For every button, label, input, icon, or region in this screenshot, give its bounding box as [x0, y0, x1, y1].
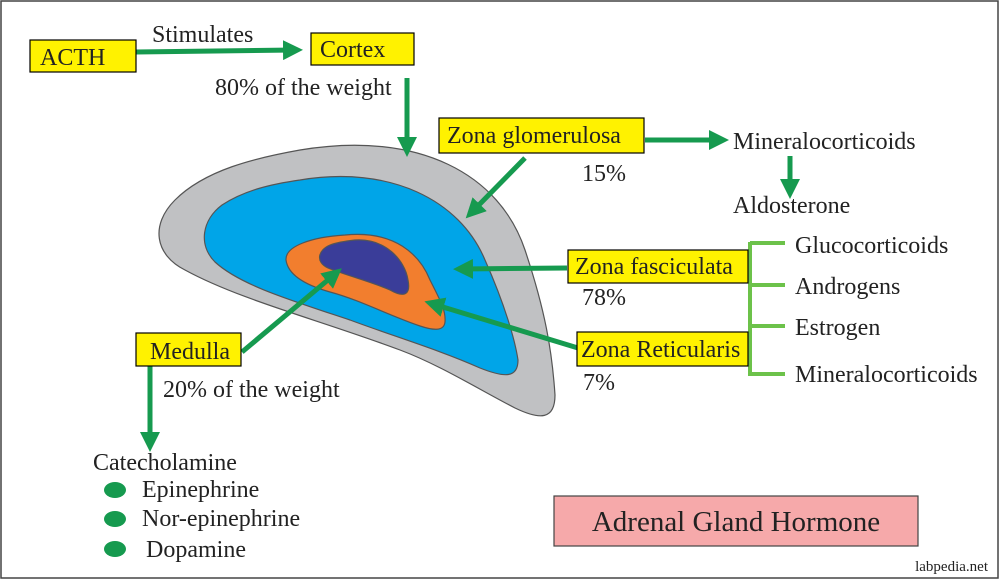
watermark: labpedia.net — [915, 559, 989, 575]
catecholamine-item-norepinephrine: Nor-epinephrine — [142, 506, 300, 532]
zona-reticularis-label: Zona Reticularis — [581, 337, 740, 363]
title-box — [553, 495, 919, 547]
cortex-label: Cortex — [320, 37, 385, 63]
stimulates-label: Stimulates — [152, 22, 253, 48]
arrow-fasciculata-gland — [453, 258, 568, 279]
medulla-weight-label: 20% of the weight — [163, 377, 340, 403]
medulla-box — [135, 332, 242, 367]
catecholamine-item-dopamine: Dopamine — [146, 537, 246, 563]
zona-fasciculata-label: Zona fasciculata — [575, 254, 733, 280]
medulla-label: Medulla — [150, 339, 230, 365]
aldosterone-label: Aldosterone — [733, 193, 850, 219]
arrow-glomerulosa-gland — [465, 156, 527, 219]
catecholamine-label: Catecholamine — [93, 450, 237, 476]
bullet-dot — [104, 511, 126, 527]
arrows — [135, 40, 800, 452]
mineralocorticoids-label: Mineralocorticoids — [733, 129, 916, 155]
zona-glomerulosa-label: Zona glomerulosa — [447, 123, 621, 149]
acth-label: ACTH — [40, 45, 105, 71]
medulla-core — [319, 239, 410, 295]
acth-box — [29, 39, 137, 73]
zona-glomerulosa-box — [438, 117, 645, 154]
cortex-weight-label: 80% of the weight — [215, 75, 392, 101]
bullet-dot — [104, 541, 126, 557]
arrow-medulla-gland — [240, 268, 342, 354]
bracket-item-androgens: Androgens — [795, 274, 900, 300]
reticularis-percent: 7% — [583, 370, 615, 396]
bullet-dot — [104, 482, 126, 498]
arrow-acth-cortex — [135, 40, 303, 61]
fasciculata-percent: 78% — [582, 285, 626, 311]
cortex-box — [310, 32, 415, 66]
glomerulosa-percent: 15% — [582, 161, 626, 187]
zona-fasciculata-box — [567, 249, 749, 284]
hormone-bracket — [735, 241, 785, 376]
bracket-item-estrogen: Estrogen — [795, 315, 880, 341]
arrow-reticularis-gland — [424, 297, 579, 351]
bracket-item-glucocorticoids: Glucocorticoids — [795, 233, 948, 259]
diagram-title: Adrenal Gland Hormone — [592, 506, 880, 538]
bracket-item-mineralocorticoids: Mineralocorticoids — [795, 362, 978, 388]
catecholamine-item-epinephrine: Epinephrine — [142, 477, 259, 503]
zona-reticularis-box — [576, 331, 749, 367]
